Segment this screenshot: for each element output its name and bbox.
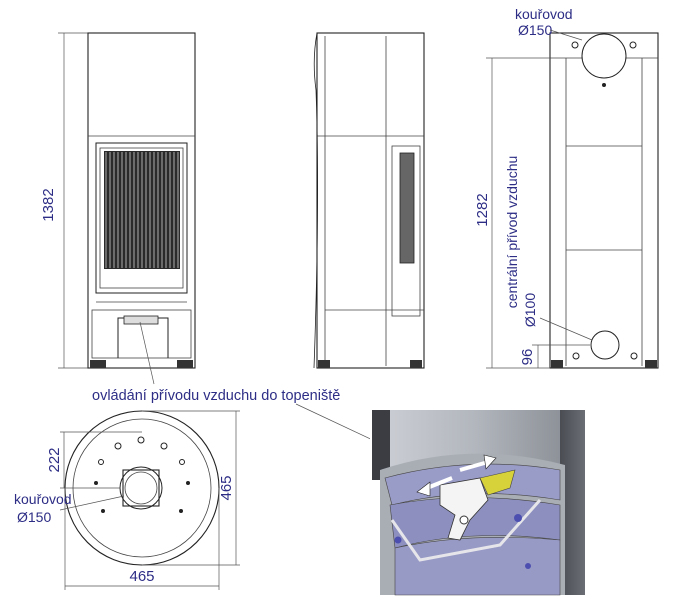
air-control-lever[interactable] [123,315,159,325]
side-view [313,32,425,369]
top-view: 222 465 465 kouřovod Ø150 [14,410,240,590]
rear-flue-label: kouřovod [515,6,573,22]
top-flue-label: kouřovod [14,491,72,507]
fire-grate [104,151,180,269]
central-air-dim: Ø100 [522,293,538,327]
rear-view: kouřovod Ø150 1282 centrální přívod vzdu… [474,6,659,369]
central-air-label: centrální přívod vzduchu [504,156,520,309]
air-control-detail-render [370,410,585,596]
top-depth-dim: 222 [46,447,63,472]
top-diameter-v-dim: 465 [218,475,235,500]
air-control-caption: ovládání přívodu vzduchu do topeniště [92,388,340,404]
central-air-inlet [590,330,620,360]
front-view: 1382 [40,32,196,369]
flue-outlet-square [122,469,160,507]
top-diameter-h-dim: 465 [129,568,154,585]
flue-outlet-top [581,33,627,79]
rear-flue-dim: Ø150 [518,22,552,38]
air-inlet-height-dim: 96 [519,349,536,366]
rear-height-dim: 1282 [474,193,491,226]
caption-leader-front [139,321,155,385]
front-height-dim: 1382 [40,188,57,221]
air-slide-handle[interactable] [439,477,489,541]
top-flue-dim: Ø150 [17,509,51,525]
